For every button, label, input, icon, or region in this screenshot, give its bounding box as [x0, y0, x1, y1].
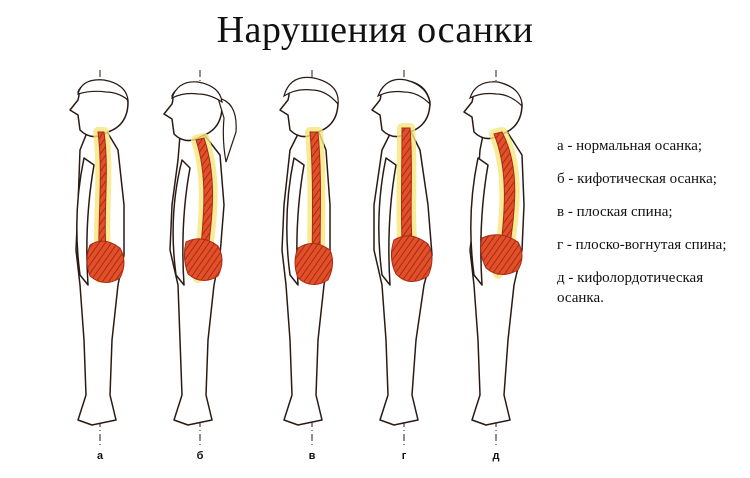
- hair: [376, 78, 431, 106]
- posture-figures: [69, 70, 525, 445]
- legend-item-v: в - плоская спина;: [557, 204, 673, 220]
- page-title: Нарушения осанки: [216, 9, 534, 51]
- figure-v: [279, 70, 339, 445]
- figure-label-v: в: [308, 450, 316, 462]
- pelvis: [294, 243, 334, 285]
- hair: [77, 79, 129, 102]
- figure-b: [163, 70, 237, 445]
- legend-item-b: б - кифотическая осанка;: [557, 171, 717, 187]
- figure-label-d: д: [492, 450, 500, 462]
- legend-item-d: д - кифолордотическая осанка.: [557, 270, 704, 306]
- figure-d: [463, 70, 525, 445]
- hair: [170, 81, 223, 104]
- figure-label-a: а: [96, 450, 104, 462]
- figure-label-g: г: [401, 450, 407, 462]
- pelvis: [86, 240, 125, 283]
- figure-g: [371, 70, 433, 445]
- legend: а - нормальная осанка; б - кифотическая …: [557, 136, 747, 321]
- figure-label-b: б: [196, 450, 204, 462]
- pelvis: [183, 238, 223, 281]
- figure-a: [69, 70, 129, 445]
- pelvis: [390, 235, 433, 282]
- ponytail: [217, 97, 237, 163]
- hair: [468, 81, 523, 108]
- hair: [282, 76, 339, 106]
- legend-item-a: а - нормальная осанка;: [557, 138, 703, 154]
- pelvis: [480, 234, 523, 275]
- legend-item-g: г - плоско-вогнутая спина;: [557, 237, 727, 253]
